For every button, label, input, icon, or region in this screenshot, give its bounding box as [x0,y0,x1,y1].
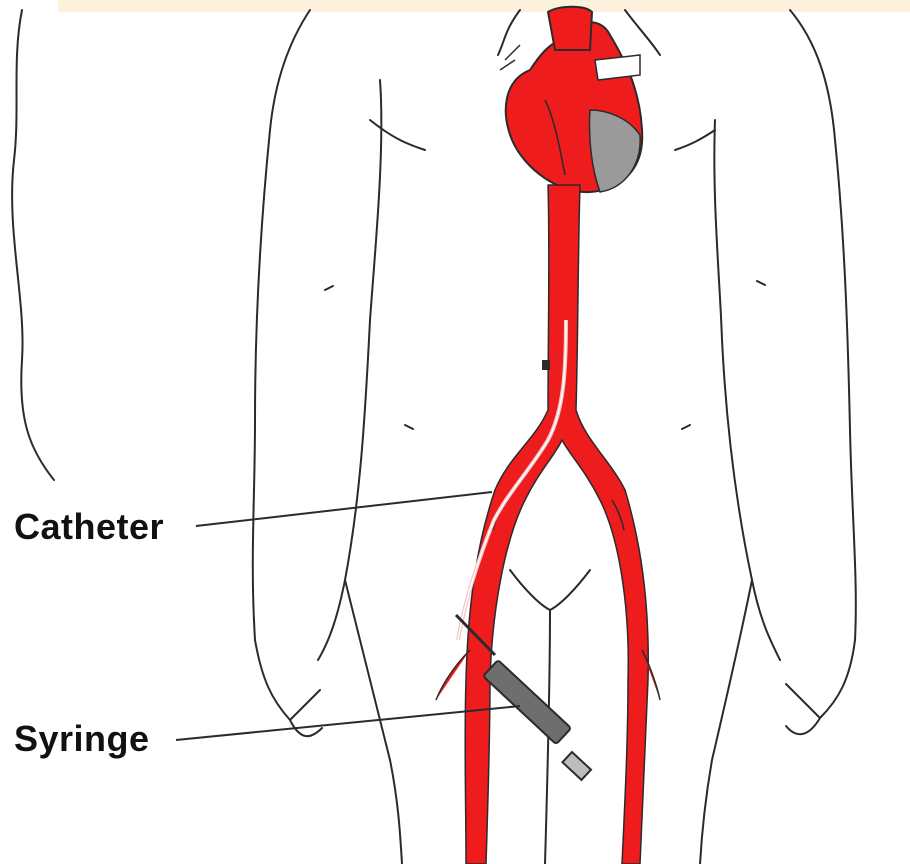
catheter-leader-line [196,492,492,526]
left-torso-side [318,80,381,660]
mark-left-waist [405,425,413,429]
mark-left-elbow [325,286,333,290]
catheter-marker [542,360,550,370]
catheter-label: Catheter [14,506,164,548]
right-torso-side [714,120,780,660]
mark-right-waist [682,425,690,429]
right-leg-outer [700,580,752,864]
left-arm-outer [253,10,310,640]
syringe-plunger [562,752,591,780]
syringe-barrel [483,660,571,744]
left-hand [255,640,320,720]
left-armpit [370,120,425,150]
left-edge-line [12,10,54,480]
heart [500,7,642,192]
right-hand [786,640,855,718]
right-arm-outer [790,10,856,640]
left-branch-artery [436,650,470,700]
heart-vessel-lines [500,45,520,70]
aortic-arch [548,7,592,50]
neck-right [625,10,660,55]
syringe-label: Syringe [14,718,150,760]
right-armpit [675,130,715,150]
pulmonary-vessel [595,55,640,80]
mark-right-elbow [757,281,765,285]
right-hand-fingers [786,718,820,734]
groin-outline [510,570,590,610]
